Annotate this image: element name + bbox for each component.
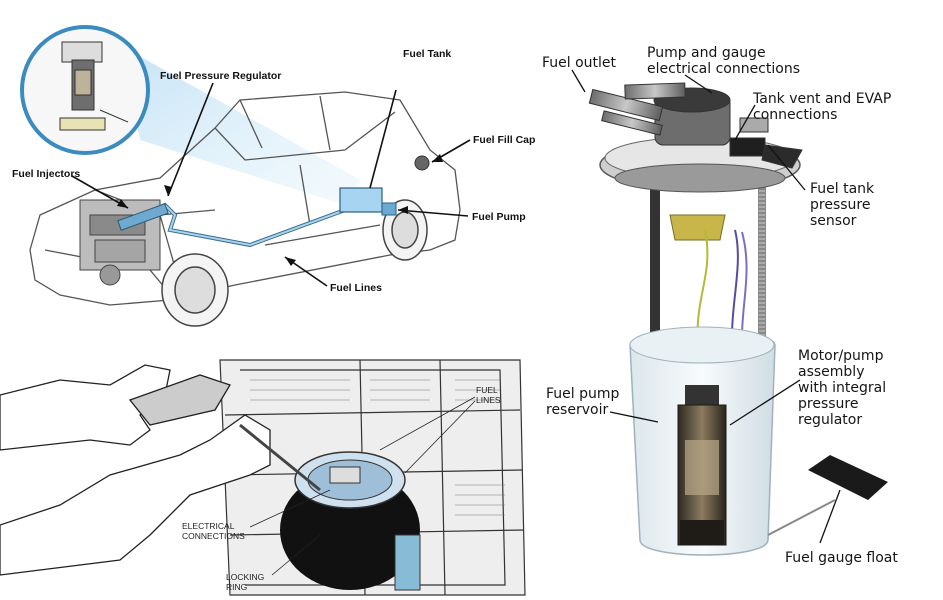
hands — [0, 364, 271, 576]
tank-diagram: FUEL LINES ELECTRICAL CONNECTIONS LOCKIN… — [0, 355, 530, 600]
fuel-tank-pressure-sensor-label: Fuel tank pressure sensor — [810, 181, 875, 229]
guide-rods — [650, 180, 766, 370]
tank-fuel-lines-label: FUEL LINES — [476, 385, 501, 405]
tank-hatching — [250, 379, 505, 516]
fuel-gauge-float-label: Fuel gauge float — [785, 550, 898, 566]
fuel-pump-label: Fuel Pump — [472, 211, 526, 223]
motor-pump-assembly-label: Motor/pump assembly with integral pressu… — [798, 348, 887, 428]
pump-pointers — [571, 69, 841, 544]
fuel-gauge-float-shape — [808, 455, 888, 500]
fuel-fill-cap-shape — [414, 155, 430, 171]
fuel-pressure-regulator-label: Fuel Pressure Regulator — [160, 70, 282, 82]
pump-diagram: Fuel outlet Pump and gauge electrical co… — [530, 0, 943, 600]
tank-pointers — [249, 396, 476, 576]
top-fittings — [588, 82, 803, 169]
pump-cylinder — [394, 534, 421, 591]
fuel-pump-shape — [381, 202, 397, 216]
highlight-beam — [120, 45, 360, 205]
fuel-injector-rail — [117, 203, 169, 231]
pump-gauge-connections-label: Pump and gauge electrical connections — [647, 45, 800, 77]
fuel-tank-label: Fuel Tank — [403, 48, 452, 60]
car-illustration — [20, 25, 471, 327]
fuel-fill-cap-label: Fuel Fill Cap — [473, 134, 536, 146]
car-arrowheads — [117, 154, 443, 266]
yellow-fitting — [669, 214, 726, 241]
float-arm — [767, 499, 836, 536]
fuel-lines-label: Fuel Lines — [330, 282, 382, 294]
fuel-tank-shape — [339, 187, 383, 213]
inset-pump — [59, 41, 129, 131]
fuel-injectors-label: Fuel Injectors — [12, 168, 81, 180]
car-diagram: Fuel Pressure Regulator Fuel Tank Fuel F… — [0, 0, 535, 340]
pump-module-illustration — [571, 69, 888, 556]
tank-illustration — [0, 359, 526, 596]
fuel-outlet-label: Fuel outlet — [542, 55, 617, 71]
locking-ring-label: LOCKING RING — [226, 572, 265, 592]
screwdriver — [239, 423, 321, 492]
fuel-pump-reservoir-label: Fuel pump reservoir — [546, 386, 620, 418]
motor-pump-shape — [677, 385, 727, 546]
tank-vent-evap-label: Tank vent and EVAP connections — [753, 91, 892, 123]
electrical-connections-label: ELECTRICAL CONNECTIONS — [182, 521, 245, 541]
